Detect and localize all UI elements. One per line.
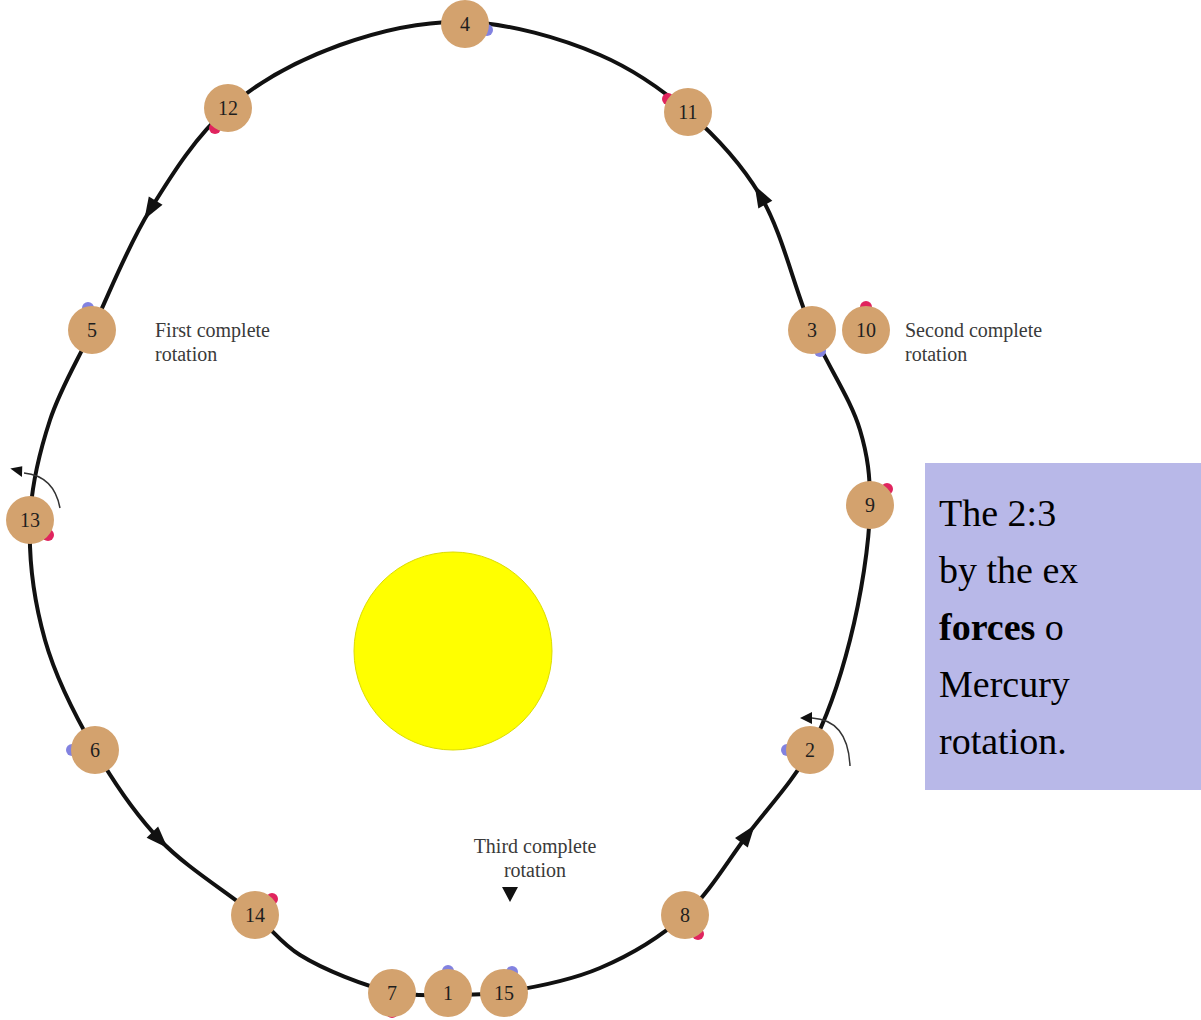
sun [354, 552, 552, 750]
position-number: 10 [856, 320, 876, 340]
note-text: The 2:3 [939, 492, 1056, 534]
note-line: Mercury [939, 656, 1201, 713]
position-number: 5 [87, 320, 97, 340]
planet-position: 8 [661, 891, 709, 939]
spin-arrowhead [10, 464, 25, 479]
position-number: 6 [90, 740, 100, 760]
position-number: 9 [865, 495, 875, 515]
planet-position: 5 [68, 306, 116, 354]
direction-arrow [137, 196, 162, 223]
planet-position: 9 [846, 481, 894, 529]
planet-position: 14 [231, 891, 279, 939]
planet-position: 15 [480, 969, 528, 1017]
position-number: 14 [245, 905, 265, 925]
direction-arrow [748, 182, 773, 209]
position-number: 15 [494, 983, 514, 1003]
direction-arrow [147, 827, 174, 854]
planet-position: 4 [441, 0, 489, 48]
note-line: The 2:3 [939, 485, 1201, 542]
note-text: forces [939, 606, 1035, 648]
planet-position: 1 [424, 969, 472, 1017]
position-number: 12 [218, 98, 238, 118]
position-number: 3 [807, 320, 817, 340]
position-number: 8 [680, 905, 690, 925]
orbit-path [30, 22, 870, 995]
rotation-label: Third complete rotation [450, 834, 620, 882]
planet-position: 11 [664, 88, 712, 136]
position-number: 1 [443, 983, 453, 1003]
note-text: Mercury [939, 663, 1070, 705]
note-line: by the ex [939, 542, 1201, 599]
spin-arrowhead [800, 712, 812, 724]
note-line: forceso [939, 599, 1201, 656]
note-box: The 2:3 by the ex forcesoMercury rotation. [925, 463, 1201, 790]
direction-arrow [735, 820, 761, 847]
orbit-direction-arrows [137, 182, 772, 854]
note-text: by the ex [939, 549, 1078, 591]
planet-position: 12 [204, 84, 252, 132]
rotation-label: Second complete rotation [905, 318, 1070, 366]
planet-position: 10 [842, 306, 890, 354]
position-number: 4 [460, 14, 470, 34]
note-line: rotation. [939, 713, 1201, 770]
note-text: rotation. [939, 720, 1067, 762]
position-number: 11 [678, 102, 697, 122]
planet-position: 13 [6, 496, 54, 544]
planet-position: 6 [71, 726, 119, 774]
planet-position: 7 [368, 969, 416, 1017]
position-number: 7 [387, 983, 397, 1003]
note-text: o [1045, 606, 1064, 648]
planet-position: 2 [786, 726, 834, 774]
spin-arrows [24, 473, 850, 766]
pointer-arrow [502, 887, 518, 902]
position-number: 2 [805, 740, 815, 760]
planet-position: 3 [788, 306, 836, 354]
rotation-label: First complete rotation [155, 318, 305, 366]
position-number: 13 [20, 510, 40, 530]
